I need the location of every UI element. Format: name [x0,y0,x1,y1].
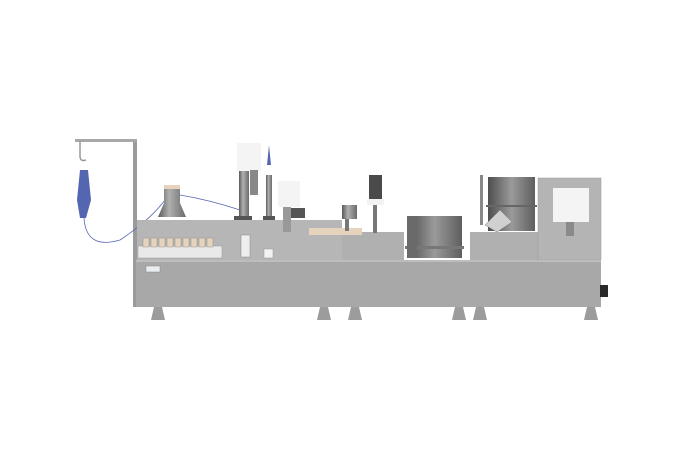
vibratory-bowl [480,175,537,233]
vial [142,237,150,248]
vial [198,237,206,248]
vial [150,237,158,248]
mixing-pot [405,216,464,258]
conveyor-plank [309,228,362,235]
iv-tube [83,199,166,243]
vial [174,237,182,248]
iv-bag [77,170,91,218]
side-knob[interactable] [600,285,608,297]
foot [584,307,598,320]
supply-tank [158,185,241,217]
filter-housing [240,234,251,258]
capping-head [278,181,305,232]
dosing-column [234,143,261,220]
foot [452,307,466,320]
foot [348,307,362,320]
sensor-post [367,175,384,233]
vial [206,237,214,248]
base-cabinet [136,260,601,307]
right-nozzle [566,222,574,236]
small-cup [263,248,274,259]
vial [166,237,174,248]
vial [158,237,166,248]
machine-feet [151,307,598,320]
foot [473,307,487,320]
stopper-unit [342,205,357,231]
iv-pole [75,139,166,307]
right-cabinet-window [553,188,589,222]
foot [317,307,331,320]
foot [151,307,165,320]
logo-plate [145,265,161,273]
back-panel-right [470,232,540,260]
vial-tray [137,237,223,259]
vial [190,237,198,248]
back-panel-mid [342,232,404,260]
vial [182,237,190,248]
needle-column [263,145,275,220]
